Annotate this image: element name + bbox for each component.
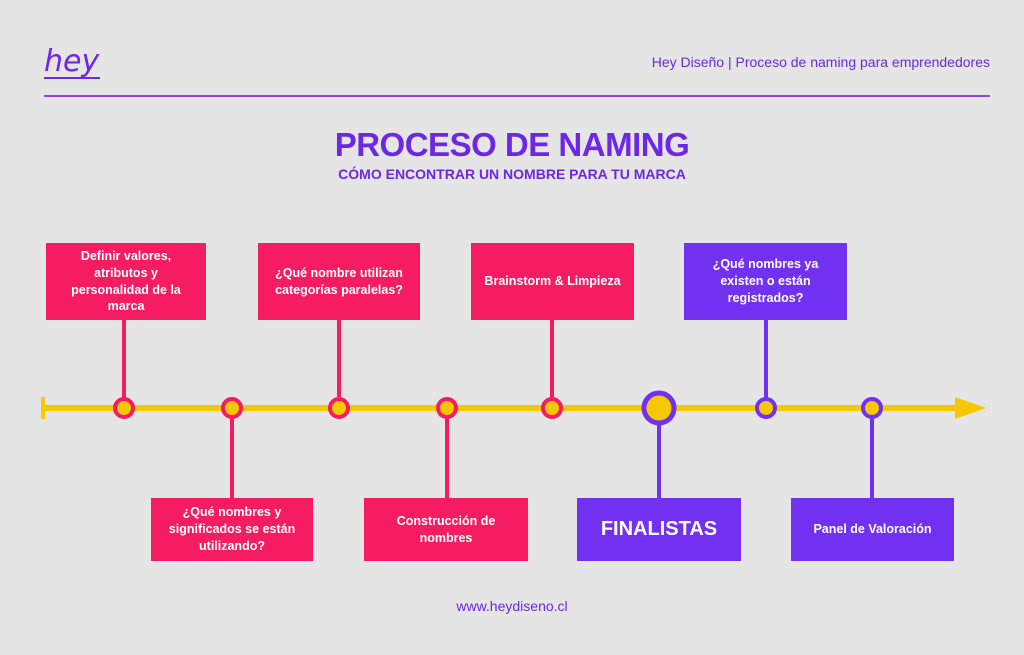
step-6-box: FINALISTAS — [577, 498, 741, 561]
step-8-box: Panel de Valoración — [791, 498, 954, 561]
step-5-box: Brainstorm & Limpieza — [471, 243, 634, 320]
page-subtitle: CÓMO ENCONTRAR UN NOMBRE PARA TU MARCA — [338, 166, 686, 182]
node-5 — [541, 397, 563, 419]
step-2-box: ¿Qué nombres y significados se están uti… — [151, 498, 313, 561]
footer-url[interactable]: www.heydiseno.cl — [456, 598, 568, 614]
node-3 — [328, 397, 350, 419]
node-1 — [113, 397, 135, 419]
node-8 — [861, 397, 883, 419]
step-4-box: Construcción de nombres — [364, 498, 528, 561]
header-title: Hey Diseño | Proceso de naming para empr… — [651, 54, 990, 70]
node-7 — [755, 397, 777, 419]
step-3-box: ¿Qué nombre utilizan categorías paralela… — [258, 243, 420, 320]
node-2 — [221, 397, 243, 419]
page-title: PROCESO DE NAMING — [334, 126, 690, 163]
header-divider — [44, 95, 990, 97]
node-4 — [436, 397, 458, 419]
logo-wordmark: hey — [44, 44, 100, 79]
step-1-box: Definir valores, atributos y personalida… — [46, 243, 206, 320]
timeline-arrowhead — [955, 397, 986, 419]
node-6 — [641, 390, 677, 426]
step-7-box: ¿Qué nombres ya existen o están registra… — [684, 243, 847, 320]
hey-logo: hey — [44, 44, 100, 79]
